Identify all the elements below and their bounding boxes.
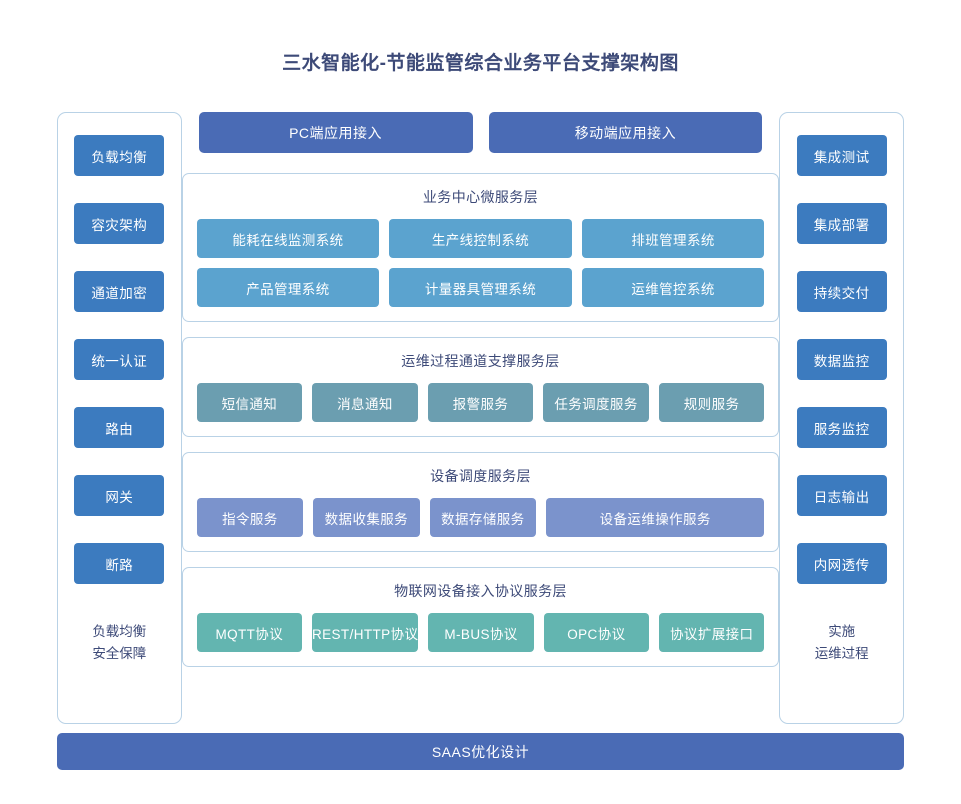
- application-access-row: PC端应用接入 移动端应用接入: [182, 112, 780, 153]
- right-sidebar-item-3[interactable]: 数据监控: [796, 339, 887, 380]
- layer-iot-protocol-row-0: MQTT协议 REST/HTTP协议 M-BUS协议 OPC协议 协议扩展接口: [196, 613, 765, 652]
- tile-mbus-protocol[interactable]: M-BUS协议: [428, 613, 534, 652]
- right-sidebar: 集成测试 集成部署 持续交付 数据监控 服务监控 日志输出 内网透传 实施 运维…: [779, 112, 904, 724]
- tile-alarm-service[interactable]: 报警服务: [427, 383, 534, 422]
- left-sidebar-item-5[interactable]: 网关: [74, 475, 165, 516]
- right-sidebar-item-0[interactable]: 集成测试: [796, 135, 887, 176]
- left-sidebar-item-6[interactable]: 断路: [74, 543, 165, 584]
- right-sidebar-item-4[interactable]: 服务监控: [796, 407, 887, 448]
- pc-application-access-button[interactable]: PC端应用接入: [198, 112, 473, 153]
- left-sidebar-footer-line2: 安全保障: [92, 646, 147, 662]
- center-column: PC端应用接入 移动端应用接入 业务中心微服务层 能耗在线监测系统 生产线控制系…: [181, 112, 780, 724]
- left-sidebar-footer: 负载均衡 安全保障: [92, 621, 146, 666]
- left-sidebar-item-4[interactable]: 路由: [74, 407, 165, 448]
- right-sidebar-item-6[interactable]: 内网透传: [796, 543, 887, 584]
- right-sidebar-footer-line1: 实施: [828, 624, 856, 639]
- tile-device-ops-operation-service[interactable]: 设备运维操作服务: [546, 498, 765, 537]
- tile-task-scheduling-service[interactable]: 任务调度服务: [543, 383, 649, 422]
- right-sidebar-item-1[interactable]: 集成部署: [796, 203, 887, 244]
- right-sidebar-item-2[interactable]: 持续交付: [796, 271, 887, 312]
- tile-shift-management-system[interactable]: 排班管理系统: [581, 219, 765, 258]
- tile-data-storage-service[interactable]: 数据存储服务: [429, 498, 537, 537]
- layer-iot-protocol: 物联网设备接入协议服务层 MQTT协议 REST/HTTP协议 M-BUS协议 …: [181, 567, 780, 667]
- right-sidebar-footer-line2: 运维过程: [814, 646, 869, 662]
- tile-production-line-control-system[interactable]: 生产线控制系统: [389, 219, 572, 258]
- layer-business-center: 业务中心微服务层 能耗在线监测系统 生产线控制系统 排班管理系统 产品管理系统 …: [181, 173, 780, 322]
- tile-data-collection-service[interactable]: 数据收集服务: [313, 498, 420, 537]
- diagram-body: 负载均衡 容灾架构 通道加密 统一认证 路由 网关 断路 负载均衡 安全保障 P…: [57, 112, 904, 724]
- layer-ops-channel-support-row-0: 短信通知 消息通知 报警服务 任务调度服务 规则服务: [196, 383, 765, 422]
- left-sidebar-footer-line1: 负载均衡: [92, 624, 147, 639]
- tile-opc-protocol[interactable]: OPC协议: [543, 613, 650, 652]
- tile-energy-monitoring-system[interactable]: 能耗在线监测系统: [196, 219, 380, 258]
- layer-business-center-row-0: 能耗在线监测系统 生产线控制系统 排班管理系统: [196, 219, 765, 258]
- mobile-application-access-button[interactable]: 移动端应用接入: [488, 112, 763, 153]
- tile-ops-control-system[interactable]: 运维管控系统: [581, 268, 765, 307]
- tile-message-notification[interactable]: 消息通知: [312, 383, 418, 422]
- layer-business-center-row-1: 产品管理系统 计量器具管理系统 运维管控系统: [196, 268, 765, 307]
- layer-ops-channel-support: 运维过程通道支撑服务层 短信通知 消息通知 报警服务 任务调度服务 规则服务: [181, 337, 780, 437]
- tile-mqtt-protocol[interactable]: MQTT协议: [196, 613, 302, 652]
- right-sidebar-item-5[interactable]: 日志输出: [796, 475, 887, 516]
- saas-optimization-bar[interactable]: SAAS优化设计: [57, 733, 904, 770]
- page-title: 三水智能化-节能监管综合业务平台支撑架构图: [282, 53, 679, 74]
- tile-rest-http-protocol[interactable]: REST/HTTP协议: [311, 613, 419, 652]
- layer-device-scheduling: 设备调度服务层 指令服务 数据收集服务 数据存储服务 设备运维操作服务: [181, 452, 780, 552]
- left-sidebar-item-0[interactable]: 负载均衡: [74, 135, 165, 176]
- left-sidebar-item-2[interactable]: 通道加密: [74, 271, 165, 312]
- tile-protocol-extension-interface[interactable]: 协议扩展接口: [659, 613, 765, 652]
- layer-business-center-title: 业务中心微服务层: [422, 189, 539, 205]
- tile-product-management-system[interactable]: 产品管理系统: [196, 268, 380, 307]
- tile-rule-service[interactable]: 规则服务: [658, 383, 765, 422]
- left-sidebar-item-1[interactable]: 容灾架构: [74, 203, 165, 244]
- layer-device-scheduling-title: 设备调度服务层: [430, 468, 531, 484]
- tile-command-service[interactable]: 指令服务: [196, 498, 304, 537]
- right-sidebar-footer: 实施 运维过程: [815, 621, 869, 666]
- left-sidebar: 负载均衡 容灾架构 通道加密 统一认证 路由 网关 断路 负载均衡 安全保障: [57, 112, 182, 724]
- layer-iot-protocol-title: 物联网设备接入协议服务层: [394, 583, 567, 599]
- tile-sms-notification[interactable]: 短信通知: [196, 383, 303, 422]
- left-sidebar-item-3[interactable]: 统一认证: [74, 339, 165, 380]
- tile-metering-device-management-system[interactable]: 计量器具管理系统: [389, 268, 572, 307]
- layer-ops-channel-support-title: 运维过程通道支撑服务层: [401, 353, 560, 369]
- layer-device-scheduling-row-0: 指令服务 数据收集服务 数据存储服务 设备运维操作服务: [196, 498, 765, 537]
